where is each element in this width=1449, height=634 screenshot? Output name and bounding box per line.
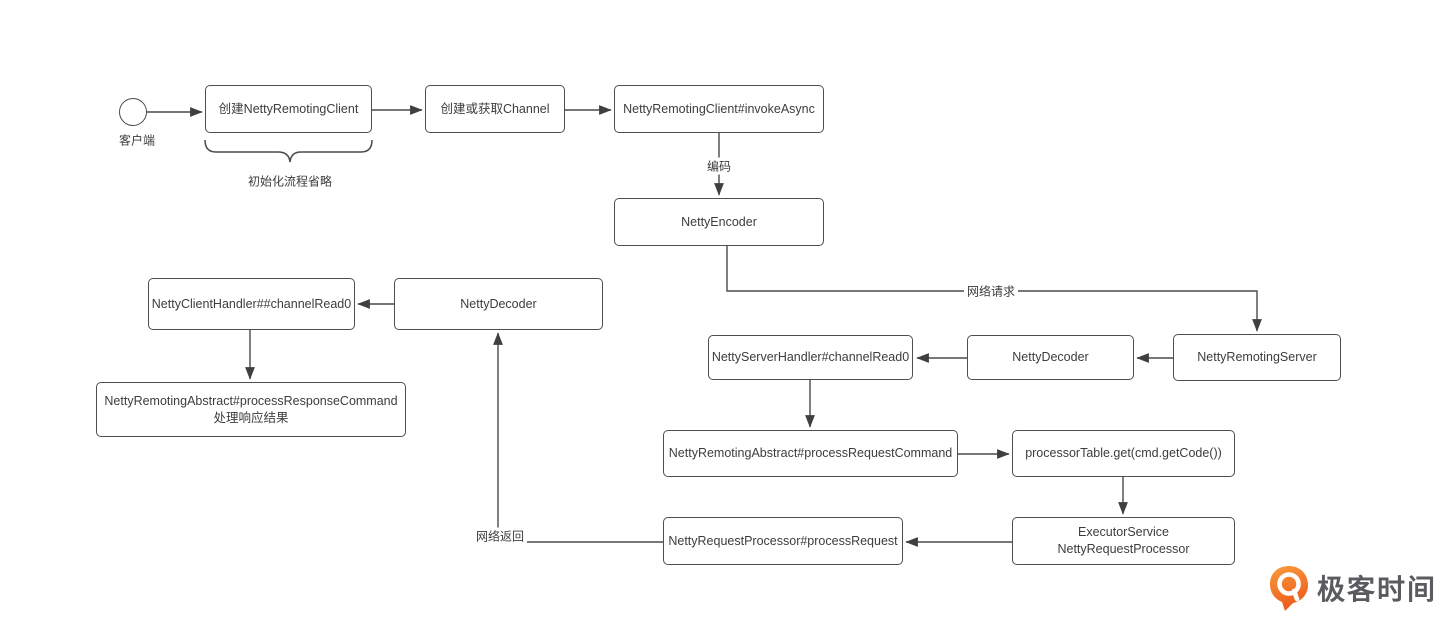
node-create-client: 创建NettyRemotingClient <box>205 85 372 133</box>
edge-label-network-request: 网络请求 <box>963 282 1019 300</box>
init-note: 初始化流程省略 <box>247 174 333 189</box>
node-netty-decoder-client: NettyDecoder <box>394 278 603 330</box>
node-label: NettyDecoder <box>460 296 537 311</box>
node-label-line2: 处理响应结果 <box>213 410 289 425</box>
node-label: NettyDecoder <box>1012 350 1089 365</box>
node-invoke-async: NettyRemotingClient#invokeAsync <box>614 85 824 133</box>
node-netty-client-handler: NettyClientHandler##channelRead0 <box>148 278 355 330</box>
edge-label-encode: 编码 <box>703 157 735 175</box>
node-label: 创建NettyRemotingClient <box>218 101 359 116</box>
start-circle <box>119 98 147 126</box>
node-process-request-command: NettyRemotingAbstract#processRequestComm… <box>663 430 958 477</box>
node-label: NettyEncoder <box>681 214 757 229</box>
node-netty-decoder-server: NettyDecoder <box>967 335 1134 380</box>
start-label: 客户端 <box>118 133 156 148</box>
node-netty-remoting-server: NettyRemotingServer <box>1173 334 1341 381</box>
brace <box>204 139 373 163</box>
node-label: processorTable.get(cmd.getCode()) <box>1025 446 1222 461</box>
node-label: 创建或获取Channel <box>440 101 550 116</box>
geektime-logo-icon <box>1269 566 1308 611</box>
geektime-logo: 极客时间 <box>1268 564 1437 612</box>
node-processor-table: processorTable.get(cmd.getCode()) <box>1012 430 1235 477</box>
node-label: NettyClientHandler##channelRead0 <box>151 296 352 311</box>
node-process-response-command: NettyRemotingAbstract#processResponseCom… <box>96 382 406 437</box>
edge-label-network-return: 网络返回 <box>472 527 528 545</box>
node-label: NettyRemotingServer <box>1197 350 1317 365</box>
node-label: NettyRequestProcessor#processRequest <box>668 533 898 548</box>
node-netty-server-handler: NettyServerHandler#channelRead0 <box>708 335 913 380</box>
node-label: NettyRemotingClient#invokeAsync <box>623 101 815 116</box>
node-label: ExecutorService NettyRequestProcessor <box>1057 525 1190 556</box>
node-label: NettyRemotingAbstract#processResponseCom… <box>104 393 398 408</box>
node-process-request: NettyRequestProcessor#processRequest <box>663 517 903 565</box>
geektime-logo-text: 极客时间 <box>1316 574 1437 605</box>
node-netty-encoder: NettyEncoder <box>614 198 824 246</box>
node-executor-service: ExecutorService NettyRequestProcessor <box>1012 517 1235 565</box>
node-get-channel: 创建或获取Channel <box>425 85 565 133</box>
node-label: NettyRemotingAbstract#processRequestComm… <box>668 446 953 461</box>
node-label: NettyServerHandler#channelRead0 <box>711 350 910 365</box>
